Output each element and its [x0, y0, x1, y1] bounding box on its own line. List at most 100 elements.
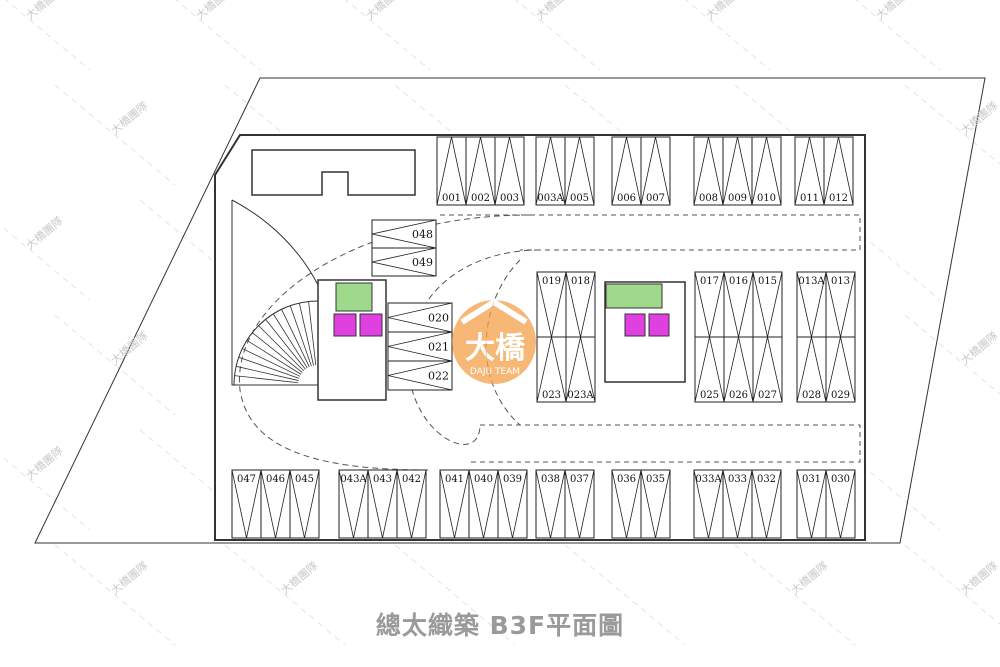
- stall-number: 037: [570, 474, 589, 485]
- stall-number: 042: [402, 474, 421, 485]
- parking-stall: 039: [497, 469, 528, 539]
- parking-stall: 043A: [338, 469, 369, 539]
- stall-number: 011: [800, 193, 819, 204]
- watermark-text: 大橋團隊: [958, 328, 1000, 367]
- stall-number: 016: [729, 276, 748, 287]
- watermark-text: 大橋團隊: [23, 213, 66, 252]
- stall-number: 008: [699, 193, 718, 204]
- stall-number: 043: [373, 474, 392, 485]
- drive-aisle-bottom: [470, 424, 861, 463]
- stall-number: 006: [617, 193, 636, 204]
- parking-stall: 009: [722, 136, 753, 206]
- parking-stall: 021: [387, 331, 453, 362]
- stall-number: 018: [571, 276, 590, 287]
- stall-number: 021: [428, 341, 449, 354]
- right-elevator-1: [624, 313, 646, 337]
- right-core: [604, 281, 686, 383]
- parking-stall: 046: [260, 469, 291, 539]
- parking-stall: 040: [468, 469, 499, 539]
- logo-main: 大橋: [465, 331, 526, 366]
- parking-stall: 023A: [565, 336, 596, 403]
- parking-stall: 038: [535, 469, 566, 539]
- parking-stall: 006: [611, 136, 642, 206]
- parking-stall: 045: [289, 469, 320, 539]
- parking-stall: 028: [796, 336, 827, 403]
- drive-aisle-top: [440, 214, 861, 251]
- parking-stall: 008: [693, 136, 724, 206]
- parking-stall: 048: [371, 219, 437, 249]
- parking-stall: 035: [640, 469, 671, 539]
- stall-number: 017: [700, 276, 719, 287]
- parking-stall: 001: [436, 136, 467, 206]
- parking-stall: 042: [396, 469, 427, 539]
- parking-stall: 026: [723, 336, 754, 403]
- parking-stall: 031: [796, 469, 827, 539]
- stall-number: 026: [729, 390, 748, 401]
- stall-number: 010: [757, 193, 776, 204]
- stall-number: 043A: [340, 474, 367, 485]
- watermark-text: 大橋團隊: [703, 0, 746, 22]
- parking-stall: 022: [387, 360, 453, 391]
- stall-number: 048: [412, 228, 433, 241]
- parking-stall: 043: [367, 469, 398, 539]
- stall-number: 002: [471, 193, 490, 204]
- stall-number: 003: [500, 193, 519, 204]
- parking-stall: 012: [823, 136, 854, 206]
- parking-stall: 036: [611, 469, 642, 539]
- watermark-text: 大橋團隊: [23, 443, 66, 482]
- parking-stall: 007: [640, 136, 671, 206]
- stall-number: 030: [831, 474, 850, 485]
- parking-stall: 030: [825, 469, 856, 539]
- watermark-text: 大橋團隊: [873, 0, 916, 22]
- stall-number: 022: [428, 370, 449, 383]
- stall-number: 019: [542, 276, 561, 287]
- parking-stall: 019: [536, 271, 567, 338]
- parking-stall: 011: [794, 136, 825, 206]
- stall-number: 013: [831, 276, 850, 287]
- stall-number: 031: [802, 474, 821, 485]
- watermark-text: 大橋團隊: [363, 0, 406, 22]
- stall-number: 033: [728, 474, 747, 485]
- stall-number: 038: [541, 474, 560, 485]
- parking-stall: 027: [752, 336, 783, 403]
- stall-number: 032: [757, 474, 776, 485]
- parking-stall: 049: [371, 247, 437, 277]
- stall-number: 003A: [537, 193, 564, 204]
- left-core: [317, 279, 387, 401]
- logo: 大橋 DAJU TEAM: [452, 298, 536, 384]
- parking-stall: 016: [723, 271, 754, 338]
- parking-stall: 037: [564, 469, 595, 539]
- site-boundary: [34, 77, 986, 544]
- stall-number: 036: [617, 474, 636, 485]
- watermark-text: 大橋團隊: [23, 0, 66, 22]
- stall-number: 012: [829, 193, 848, 204]
- watermark-text: 大橋團隊: [533, 0, 576, 22]
- left-elevator-1: [333, 313, 357, 337]
- service-room: [251, 149, 416, 196]
- stall-number: 028: [802, 390, 821, 401]
- stall-number: 027: [758, 390, 777, 401]
- stall-number: 035: [646, 474, 665, 485]
- stall-number: 023: [542, 390, 561, 401]
- stall-number: 029: [831, 390, 850, 401]
- parking-stall: 015: [752, 271, 783, 338]
- stall-number: 001: [442, 193, 461, 204]
- parking-stall: 003: [494, 136, 525, 206]
- parking-stall: 033: [722, 469, 753, 539]
- stall-number: 033A: [695, 474, 722, 485]
- stall-number: 039: [503, 474, 522, 485]
- parking-stall: 033A: [693, 469, 724, 539]
- logo-sub: DAJU TEAM: [470, 367, 520, 377]
- parking-stall: 013: [825, 271, 856, 338]
- parking-stall: 032: [751, 469, 782, 539]
- stall-number: 020: [428, 312, 449, 325]
- watermark-text: 大橋團隊: [958, 558, 1000, 597]
- stall-number: 025: [700, 390, 719, 401]
- parking-stall: 023: [536, 336, 567, 403]
- parking-stall: 047: [231, 469, 262, 539]
- parking-stall: 018: [565, 271, 596, 338]
- parking-stall: 020: [387, 302, 453, 333]
- watermark-text: 大橋團隊: [278, 558, 321, 597]
